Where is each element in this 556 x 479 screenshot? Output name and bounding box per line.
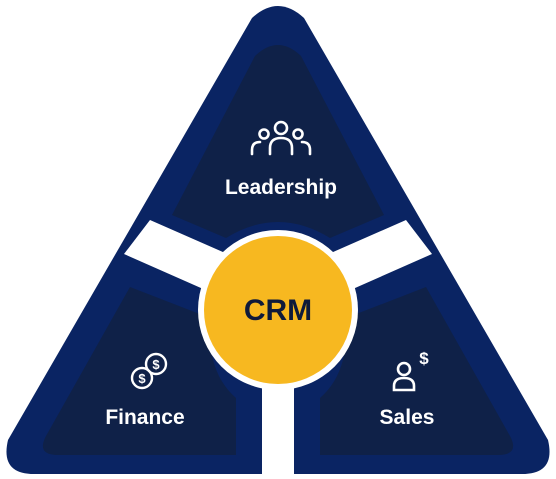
segment-finance-inner [42,287,236,455]
segment-sales-inner [320,287,514,455]
segment-leadership-inner [172,45,384,238]
svg-text:$: $ [419,349,429,368]
center-circle-fill [204,236,352,384]
segment-dividers [124,220,432,476]
divider-right [324,220,432,292]
divider-left [124,220,232,292]
segment-leadership[interactable] [172,45,384,238]
center-label: CRM [244,294,312,327]
coins-dollar-icon: $ $ [130,352,168,390]
segment-finance-label: Finance [105,406,184,429]
team-icon [250,120,312,156]
svg-text:$: $ [138,371,146,386]
segment-sales-label: Sales [380,406,435,429]
divider-bottom [262,376,294,476]
svg-text:$: $ [152,357,160,372]
segment-finance[interactable] [42,287,236,455]
person-dollar-icon: $ [392,349,429,392]
segment-sales[interactable] [320,287,514,455]
segment-leadership-label: Leadership [225,176,337,199]
